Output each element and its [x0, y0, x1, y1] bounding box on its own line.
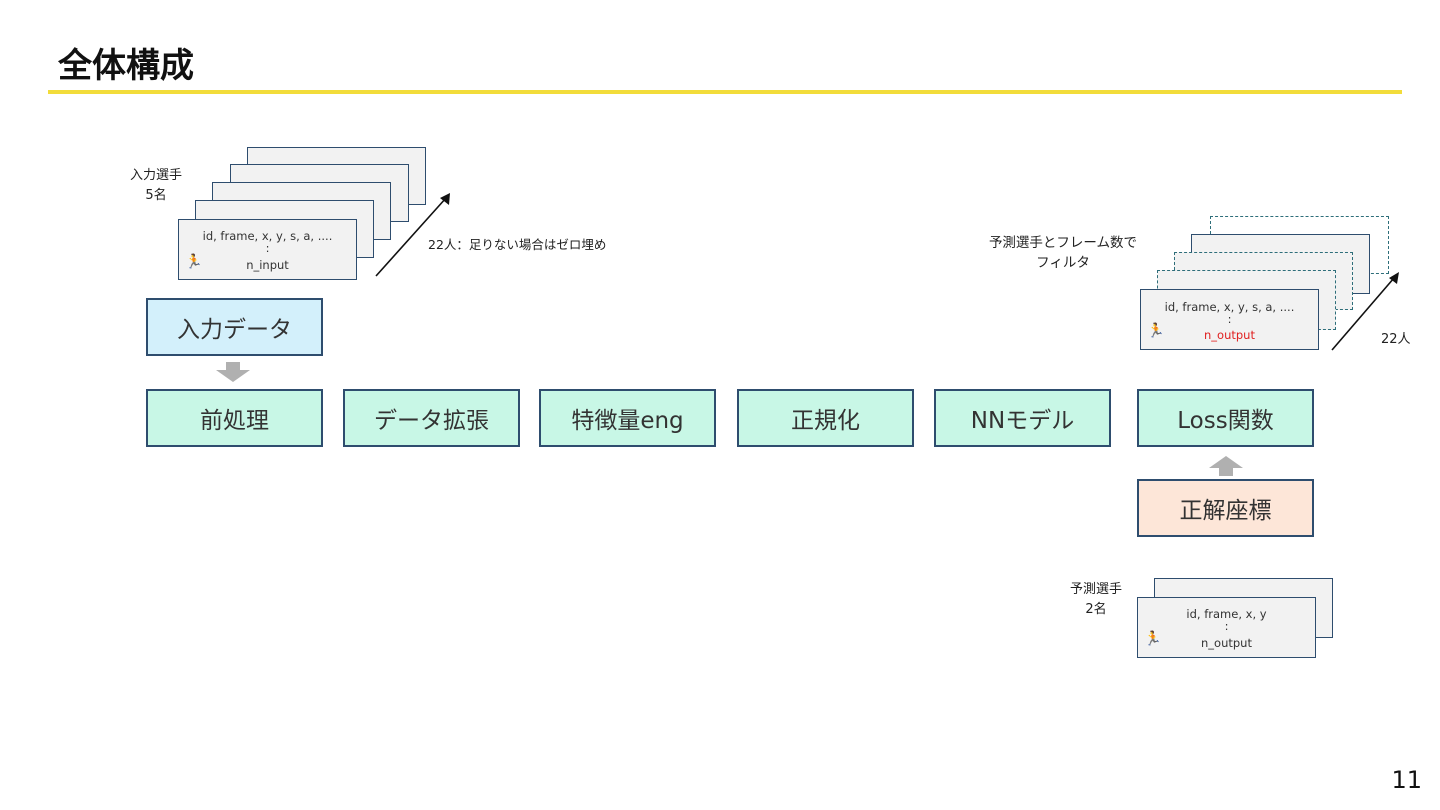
- input-annotation: 22人：足りない場合はゼロ埋め: [428, 237, 607, 252]
- pipeline-step-label: データ拡張: [374, 408, 489, 434]
- ground-truth-box: 正解座標: [1137, 479, 1314, 537]
- output-expand-arrow: [1331, 272, 1399, 351]
- pipeline-step-feature-eng: 特徴量eng: [539, 389, 716, 447]
- input-card-front: id, frame, x, y, s, a, .... : n_input 🏃: [178, 219, 357, 280]
- input-data-label: 入力データ: [177, 317, 292, 343]
- input-card-ellipsis: :: [265, 241, 270, 255]
- pipeline-step-normalize: 正規化: [737, 389, 914, 447]
- output-filter-line1: 予測選手とフレーム数で: [988, 235, 1138, 251]
- pipeline-step-label: NNモデル: [970, 408, 1075, 434]
- target-players-line2: 2名: [1085, 601, 1107, 617]
- output-annotation: 22人: [1381, 332, 1411, 347]
- output-card-ellipsis: :: [1227, 312, 1232, 326]
- pipeline-step-label: 前処理: [200, 408, 269, 434]
- input-data-box: 入力データ: [146, 298, 323, 356]
- target-card-fields: id, frame, x, y: [1186, 607, 1267, 621]
- pipeline-step-preprocess: 前処理: [146, 389, 323, 447]
- output-card-fields: id, frame, x, y, s, a, ....: [1164, 300, 1295, 314]
- target-card-front: id, frame, x, y : n_output 🏃: [1137, 597, 1316, 658]
- pipeline-step-augmentation: データ拡張: [343, 389, 520, 447]
- target-players-line1: 予測選手: [1069, 582, 1122, 597]
- up-arrow-icon: [1209, 456, 1243, 476]
- input-players-line1: 入力選手: [129, 168, 182, 183]
- output-filter-line2: フィルタ: [1036, 255, 1090, 272]
- slide-title: 全体構成: [58, 46, 194, 86]
- down-arrow-icon: [216, 362, 250, 382]
- runner-icon: 🏃: [185, 254, 203, 270]
- pipeline-step-label: 正規化: [791, 408, 860, 434]
- target-card-count: n_output: [1201, 636, 1252, 650]
- input-card-count: n_input: [246, 258, 289, 272]
- input-players-label: 入力選手 5名: [124, 166, 188, 205]
- target-card-ellipsis: :: [1224, 619, 1229, 633]
- title-underline: [48, 90, 1402, 94]
- runner-icon: 🏃: [1144, 631, 1162, 647]
- page-number: 11: [1391, 766, 1422, 794]
- pipeline-step-label: Loss関数: [1177, 408, 1274, 434]
- input-card-fields: id, frame, x, y, s, a, ....: [202, 229, 333, 243]
- pipeline-step-loss: Loss関数: [1137, 389, 1314, 447]
- pipeline-step-label: 特徴量eng: [571, 408, 684, 434]
- runner-icon: 🏃: [1147, 323, 1165, 339]
- target-players-label: 予測選手 2名: [1064, 580, 1128, 619]
- pipeline-step-nn-model: NNモデル: [934, 389, 1111, 447]
- output-card-count: n_output: [1204, 328, 1255, 342]
- ground-truth-label: 正解座標: [1179, 498, 1272, 524]
- input-expand-arrow: [375, 193, 450, 277]
- output-filter-label: 予測選手とフレーム数で フィルタ: [982, 233, 1144, 274]
- input-players-line2: 5名: [145, 187, 167, 203]
- output-card-front: id, frame, x, y, s, a, .... : n_output 🏃: [1140, 289, 1319, 350]
